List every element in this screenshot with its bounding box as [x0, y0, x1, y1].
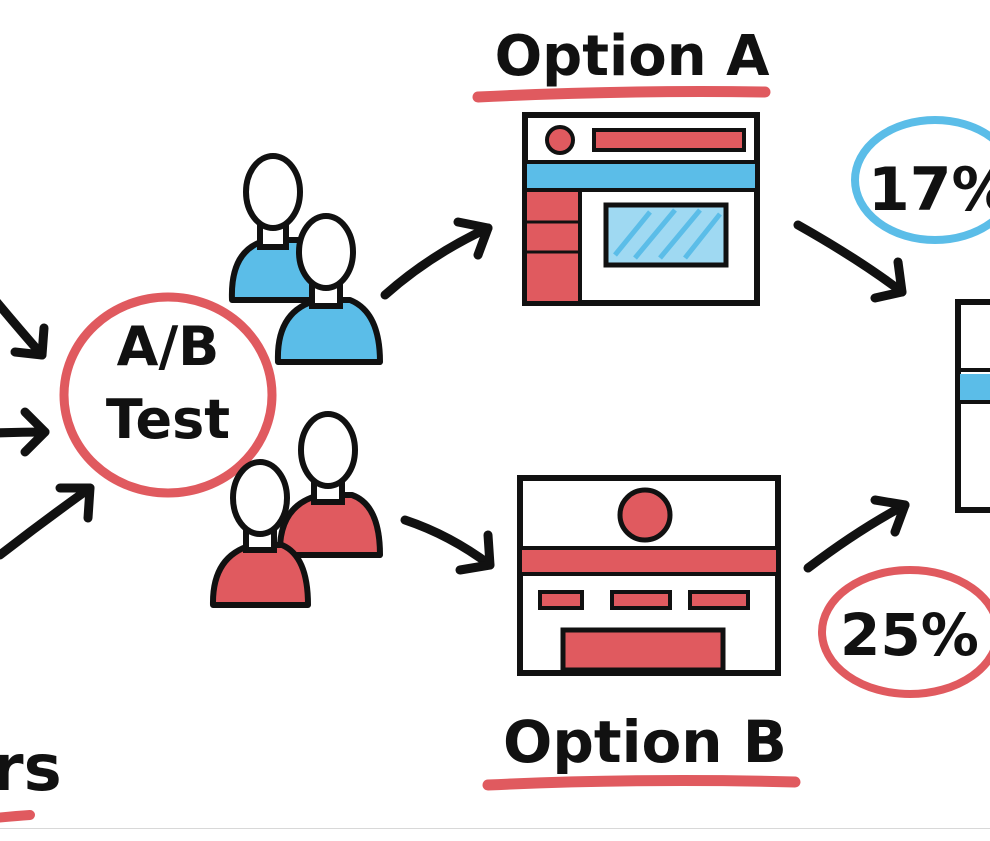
- ab-test-line2: Test: [106, 388, 230, 451]
- option-a-underline: [472, 86, 771, 103]
- user-front-blue: [274, 213, 383, 365]
- option-a-label: Option A: [472, 24, 771, 103]
- option-b-label: Option B: [482, 708, 801, 791]
- left-fragment-text: rs: [0, 732, 62, 806]
- option-a-logo: [545, 125, 575, 155]
- user-front-red: [209, 459, 311, 608]
- user-back-red: [276, 411, 383, 558]
- incoming-arrows: [0, 298, 95, 560]
- result-option-a: 17%: [851, 116, 990, 244]
- arrow-icon: [0, 298, 49, 360]
- option-b-feature-3: [688, 590, 750, 610]
- arrow-icon: [803, 495, 910, 573]
- left-label-fragment: rs: [0, 732, 62, 823]
- option-a-content-image: [603, 202, 729, 268]
- ab-test-node: A/B Test: [59, 292, 277, 498]
- result-a-value: 17%: [868, 155, 990, 225]
- option-b-cta-block: [560, 627, 726, 673]
- ab-test-circle: [59, 292, 277, 498]
- option-a-nav-bar: [527, 164, 755, 188]
- result-a-circle: [851, 116, 990, 244]
- bottom-edge: [0, 828, 990, 841]
- option-b-text: Option B: [503, 708, 787, 776]
- webpage-icon: [517, 475, 781, 676]
- arrow-icon: [0, 407, 50, 457]
- result-b-circle: [818, 566, 990, 698]
- option-b-logo: [617, 487, 673, 543]
- option-a-header-bar: [592, 128, 746, 152]
- option-b-banner: [522, 550, 776, 572]
- option-b-feature-2: [610, 590, 672, 610]
- webpage-icon: [522, 112, 760, 306]
- winner-nav-bar: [960, 374, 990, 400]
- users-icon: [228, 153, 383, 365]
- arrow-icon: [400, 515, 495, 575]
- winner-frame: [955, 299, 990, 513]
- option-b-underline: [482, 775, 801, 791]
- webpage-icon: [955, 299, 990, 513]
- ab-test-line1: A/B: [117, 315, 220, 378]
- users-icon: [209, 411, 383, 608]
- arrow-icon: [793, 220, 907, 303]
- arrow-icon: [380, 217, 493, 300]
- option-a-text: Option A: [495, 24, 770, 89]
- result-b-value: 25%: [840, 601, 979, 669]
- left-underline: [0, 810, 35, 823]
- option-b-feature-1: [538, 590, 584, 610]
- arrow-icon: [0, 483, 95, 560]
- result-option-b: 25%: [818, 566, 990, 698]
- option-a-sidebar: [527, 192, 579, 301]
